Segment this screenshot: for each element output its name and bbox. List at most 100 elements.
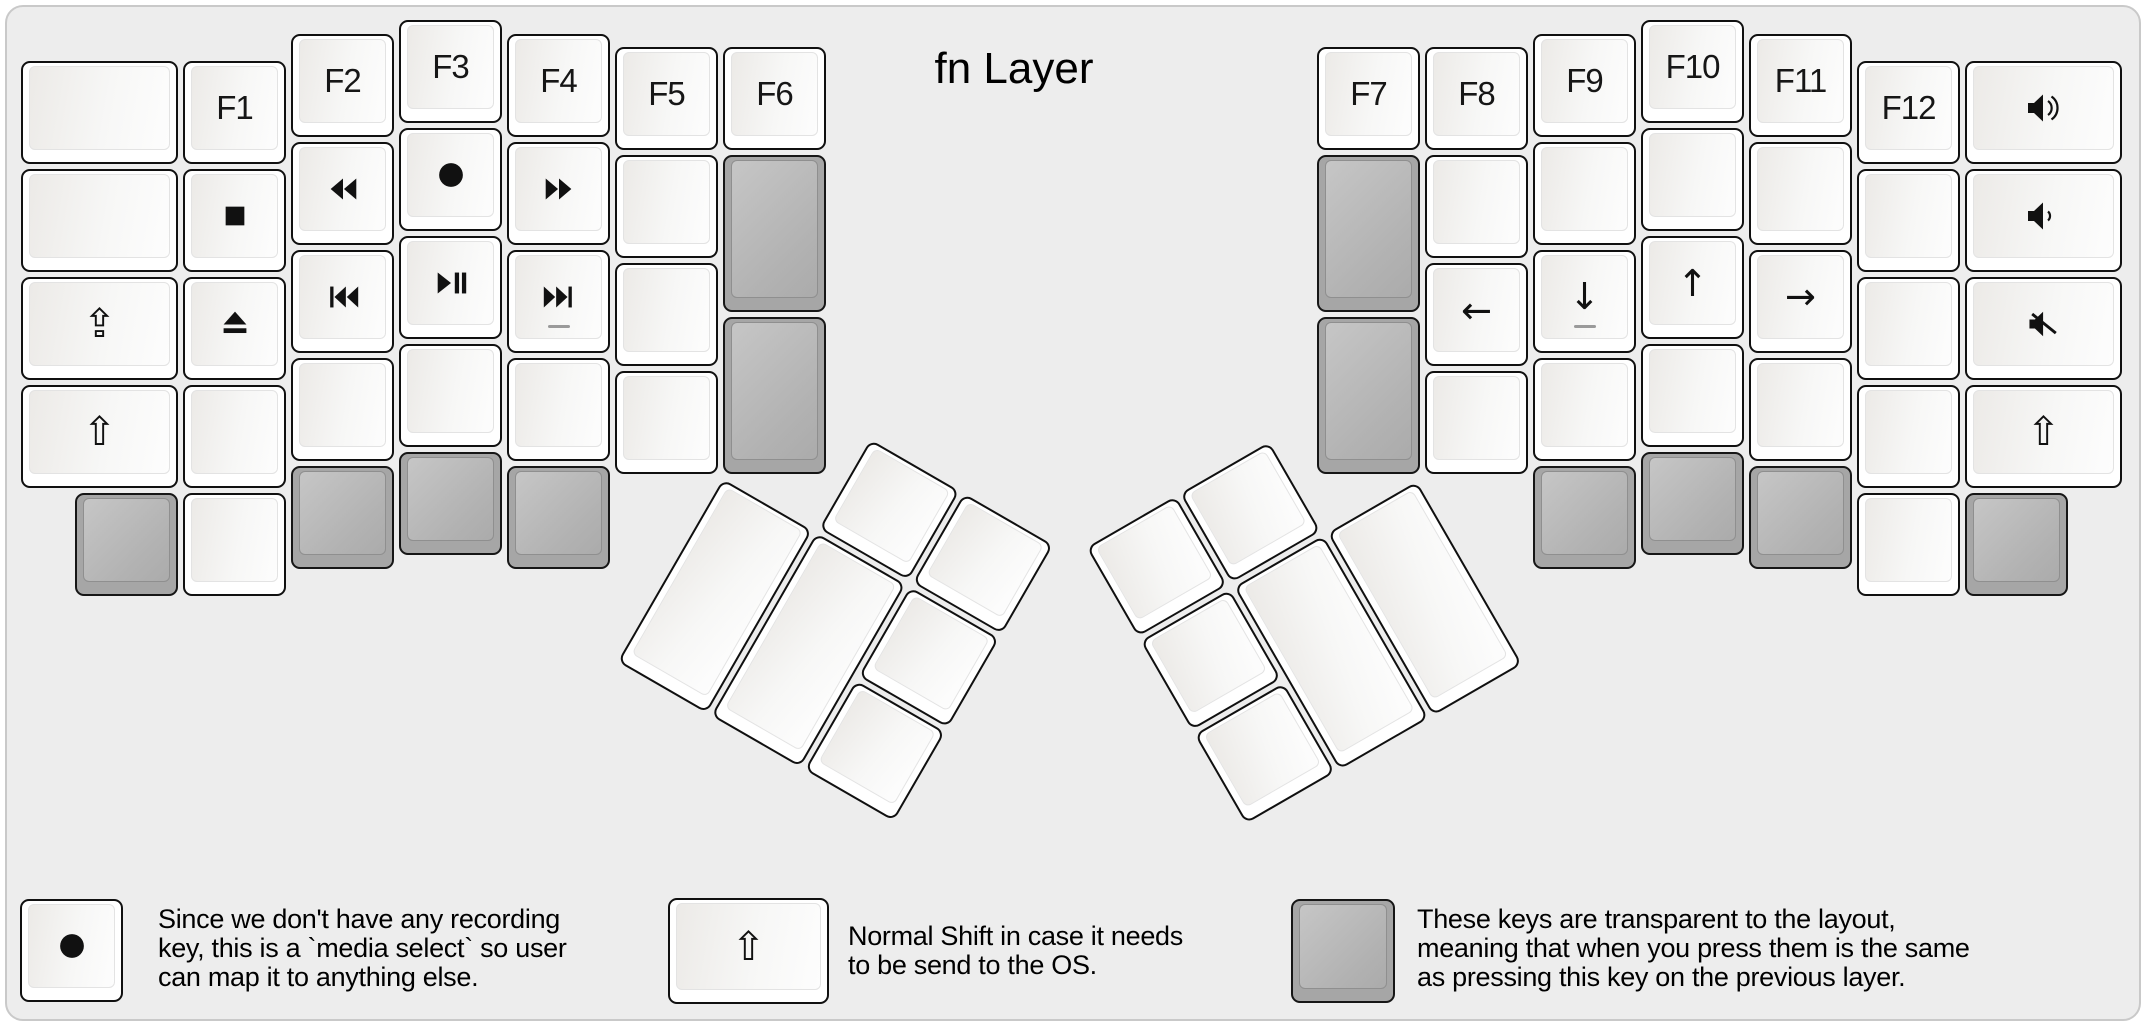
key-blank[interactable]: [1857, 384, 1960, 488]
key-symbol: ←: [1460, 288, 1492, 332]
key-blank[interactable]: [1749, 357, 1852, 461]
key-rewind[interactable]: [291, 141, 394, 245]
legend-key-transparent[interactable]: [1291, 899, 1395, 1003]
key-transparent[interactable]: [1533, 465, 1636, 569]
key-blank[interactable]: [615, 155, 718, 258]
key-eject[interactable]: [183, 276, 286, 380]
key-caps-lock[interactable]: ⇪: [21, 276, 178, 380]
key-blank[interactable]: [1425, 371, 1528, 474]
key-volume-down[interactable]: [1965, 168, 2122, 272]
key-fast-forward[interactable]: [507, 141, 610, 245]
key-transparent[interactable]: [1317, 317, 1420, 474]
key-f10[interactable]: F10: [1641, 20, 1744, 123]
key-shift-right[interactable]: ⇧: [1965, 384, 2122, 488]
key-f9[interactable]: F9: [1533, 33, 1636, 137]
legend-key-shift[interactable]: ⇧: [668, 898, 829, 1004]
key-blank[interactable]: [507, 357, 610, 461]
key-blank[interactable]: [1533, 141, 1636, 245]
key-f3[interactable]: F3: [399, 20, 502, 123]
key-transparent[interactable]: [75, 492, 178, 596]
key-next-track[interactable]: [507, 249, 610, 353]
keycap-surface: [515, 146, 602, 231]
keycap-surface: [83, 497, 170, 582]
key-f11[interactable]: F11: [1749, 33, 1852, 137]
key-label: F10: [1665, 48, 1721, 85]
key-blank[interactable]: [21, 168, 178, 272]
key-f8[interactable]: F8: [1425, 47, 1528, 150]
key-f6[interactable]: F6: [723, 47, 826, 150]
legend-text-transparent: These keys are transparent to the layout…: [1417, 904, 1970, 992]
next-track-icon: [540, 278, 578, 316]
key-transparent[interactable]: [1641, 452, 1744, 555]
key-blank[interactable]: [1857, 492, 1960, 596]
key-blank[interactable]: [1425, 155, 1528, 258]
key-play-pause[interactable]: [399, 236, 502, 339]
key-f12[interactable]: F12: [1857, 60, 1960, 164]
key-label: F4: [540, 61, 578, 99]
key-symbol: →: [1784, 275, 1816, 318]
key-blank[interactable]: [1533, 357, 1636, 461]
keycap-surface: F9: [1541, 38, 1628, 123]
keycap-surface: [1973, 173, 2114, 258]
keycap-surface: [299, 470, 386, 555]
keycap-surface: [1973, 281, 2114, 366]
keycap-surface: [299, 362, 386, 447]
key-label: F6: [756, 75, 794, 112]
key-transparent[interactable]: [1965, 492, 2068, 596]
keycap-surface: [1325, 322, 1412, 460]
key-symbol: ⇧: [82, 408, 117, 455]
keycap-surface: [1299, 904, 1387, 989]
keycap-surface: [1973, 65, 2114, 150]
key-label: F5: [648, 75, 686, 112]
key-f7[interactable]: F7: [1317, 47, 1420, 150]
key-f2[interactable]: F2: [291, 33, 394, 137]
keycap-surface: [191, 281, 278, 366]
key-blank[interactable]: [1641, 344, 1744, 447]
key-arrow-down[interactable]: ↓: [1533, 249, 1636, 353]
key-media-select[interactable]: [399, 128, 502, 231]
record-icon: [53, 927, 91, 965]
key-arrow-left[interactable]: ←: [1425, 263, 1528, 366]
key-blank[interactable]: [1857, 168, 1960, 272]
key-shift-left[interactable]: ⇧: [21, 384, 178, 488]
key-blank[interactable]: [399, 344, 502, 447]
key-blank[interactable]: [1641, 128, 1744, 231]
keycap-surface: →: [1757, 254, 1844, 339]
key-f4[interactable]: F4: [507, 33, 610, 137]
key-blank[interactable]: [291, 357, 394, 461]
legend-text-shift: Normal Shift in case it needs to be send…: [848, 921, 1183, 980]
keycap-surface: [1757, 362, 1844, 447]
key-transparent[interactable]: [1317, 155, 1420, 312]
key-blank[interactable]: [615, 371, 718, 474]
keycap-surface: [1865, 389, 1952, 474]
key-blank[interactable]: [21, 60, 178, 164]
key-blank[interactable]: [183, 384, 286, 488]
keycap-surface: [1325, 160, 1412, 298]
key-blank[interactable]: [183, 492, 286, 596]
keycap-surface: [299, 254, 386, 339]
key-stop[interactable]: [183, 168, 286, 272]
keycap-surface: [1649, 133, 1736, 217]
key-f5[interactable]: F5: [615, 47, 718, 150]
key-transparent[interactable]: [399, 452, 502, 555]
key-arrow-up[interactable]: ↑: [1641, 236, 1744, 339]
key-transparent[interactable]: [723, 155, 826, 312]
key-blank[interactable]: [615, 263, 718, 366]
key-previous-track[interactable]: [291, 249, 394, 353]
record-icon: [432, 156, 470, 194]
key-transparent[interactable]: [1749, 465, 1852, 569]
keycap-surface: [29, 173, 170, 258]
key-arrow-right[interactable]: →: [1749, 249, 1852, 353]
key-f1[interactable]: F1: [183, 60, 286, 164]
legend-key-media-select[interactable]: [20, 899, 123, 1002]
key-mute[interactable]: [1965, 276, 2122, 380]
key-blank[interactable]: [1749, 141, 1852, 245]
key-volume-up[interactable]: [1965, 60, 2122, 164]
key-transparent[interactable]: [291, 465, 394, 569]
key-blank[interactable]: [1857, 276, 1960, 380]
key-transparent[interactable]: [723, 317, 826, 474]
keycap-surface: F12: [1865, 65, 1952, 150]
key-label: F8: [1458, 75, 1496, 112]
key-transparent[interactable]: [507, 465, 610, 569]
